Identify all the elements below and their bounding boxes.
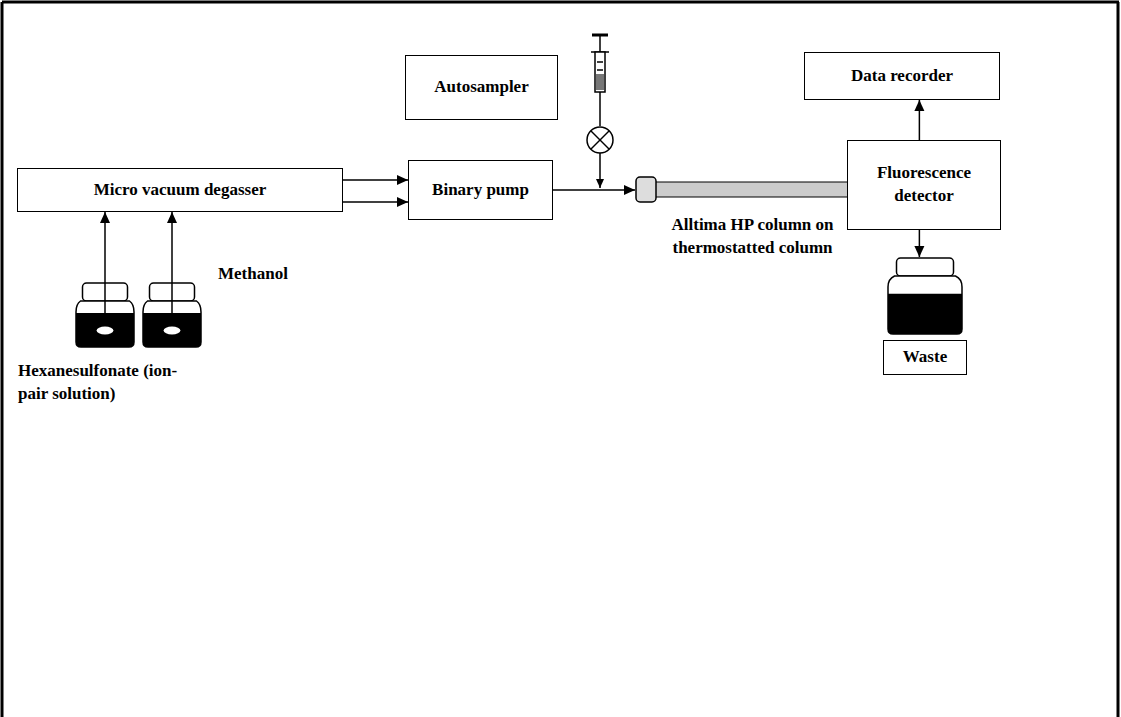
box-label: Micro vacuum degasser: [94, 179, 267, 202]
syringe-symbol: [591, 35, 609, 112]
detector-box: Fluorescence detector: [847, 140, 1001, 230]
module-box: Micro vacuum degasser: [17, 168, 343, 212]
box-label: Autosampler: [434, 76, 528, 99]
column-drawing: [635, 176, 870, 203]
flow-arrow: [919, 230, 921, 257]
part-label: Methanol: [218, 263, 338, 286]
flow-arrow: [104, 212, 106, 282]
flow-arrow: [919, 100, 921, 140]
flow-arrow: [343, 179, 408, 181]
part-label: Hexanesulfonate (ion-pair solution): [18, 360, 193, 406]
flow-arrow: [553, 189, 635, 191]
bottle-drawing: [75, 282, 135, 348]
injection-valve: [587, 112, 613, 188]
module-box: Data recorder: [804, 52, 1000, 100]
waste-label-box: Waste: [883, 340, 967, 375]
solvent-bottle: Methanol: [142, 282, 202, 348]
part-label: Waste: [903, 346, 947, 369]
box-label: Data recorder: [851, 65, 953, 88]
flow-arrow: [343, 201, 408, 203]
bottle-drawing: [142, 282, 202, 348]
box-label: Fluorescence detector: [856, 162, 992, 208]
waste-bottle: Waste: [883, 257, 967, 375]
bottle-drawing: [887, 257, 963, 335]
box-label: Binary pump: [432, 179, 529, 202]
hplc-column: Alltima HP column on thermostatted colum…: [635, 176, 870, 203]
flow-arrow: [171, 212, 173, 282]
part-label: Alltima HP column on thermostatted colum…: [630, 214, 875, 260]
solvent-bottle: Hexanesulfonate (ion-pair solution): [75, 282, 135, 348]
module-box: Binary pump: [408, 160, 553, 220]
module-box: Autosampler: [405, 55, 558, 120]
